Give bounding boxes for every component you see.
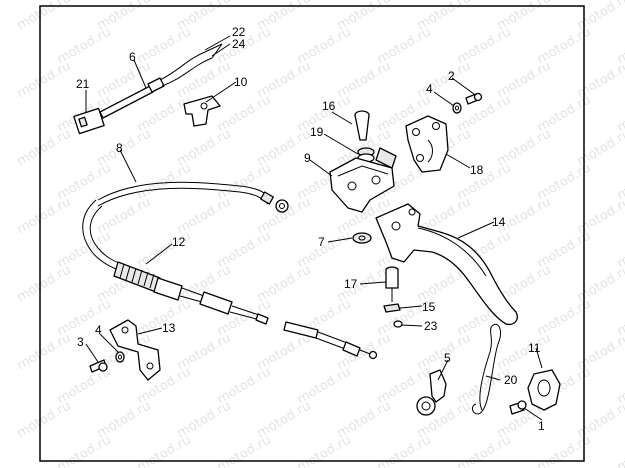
pivot-17[interactable] xyxy=(385,266,399,302)
leader-lines xyxy=(85,35,543,421)
callout-16: 16 xyxy=(322,99,336,113)
clutch-cable-12[interactable] xyxy=(82,199,378,360)
callout-8: 8 xyxy=(116,141,123,155)
spring-wire-20[interactable] xyxy=(471,323,501,415)
clutch-lever-14[interactable] xyxy=(375,203,518,326)
ring-23[interactable] xyxy=(393,320,403,328)
callout-21: 21 xyxy=(76,77,90,91)
callout-3: 3 xyxy=(77,335,84,349)
callout-14: 14 xyxy=(492,215,506,229)
callout-12: 12 xyxy=(172,235,186,249)
callout-1: 1 xyxy=(538,419,545,433)
bracket-10[interactable] xyxy=(183,95,221,127)
clamp-18[interactable] xyxy=(405,115,449,173)
callout-24: 24 xyxy=(232,37,246,51)
washer-4-right[interactable] xyxy=(452,102,462,114)
bracket-11[interactable] xyxy=(527,369,561,411)
wire-connector-assembly[interactable] xyxy=(73,43,223,135)
screw-2[interactable] xyxy=(465,92,483,105)
callout-18: 18 xyxy=(470,163,484,177)
screw-3[interactable] xyxy=(89,359,108,373)
callout-9: 9 xyxy=(304,151,311,165)
switch-5[interactable] xyxy=(416,369,447,416)
callout-labels: 1 2 3 4 4 5 6 7 8 9 10 11 12 13 14 15 16… xyxy=(76,25,545,433)
clip-15[interactable] xyxy=(383,303,401,313)
pin-16[interactable] xyxy=(354,110,370,141)
callout-17: 17 xyxy=(344,277,358,291)
callout-22: 22 xyxy=(232,25,246,39)
cable-8[interactable] xyxy=(97,181,289,213)
screw-1[interactable] xyxy=(509,400,527,415)
callout-11: 11 xyxy=(528,341,541,355)
callout-4a: 4 xyxy=(95,323,102,337)
nut-7[interactable] xyxy=(352,232,372,244)
callout-20: 20 xyxy=(504,373,518,387)
callout-7: 7 xyxy=(318,235,325,249)
callout-19: 19 xyxy=(310,125,324,139)
washer-4-left[interactable] xyxy=(115,351,125,363)
callout-10: 10 xyxy=(234,75,248,89)
callout-23: 23 xyxy=(424,319,438,333)
callout-15: 15 xyxy=(422,300,436,314)
callout-13: 13 xyxy=(162,321,176,335)
plate-13[interactable] xyxy=(109,319,161,381)
lever-bracket-9[interactable] xyxy=(329,147,397,213)
callout-5: 5 xyxy=(444,351,451,365)
diagram-frame xyxy=(39,5,585,462)
callout-6: 6 xyxy=(129,50,136,64)
callout-4b: 4 xyxy=(426,82,433,96)
callout-2: 2 xyxy=(448,69,455,83)
